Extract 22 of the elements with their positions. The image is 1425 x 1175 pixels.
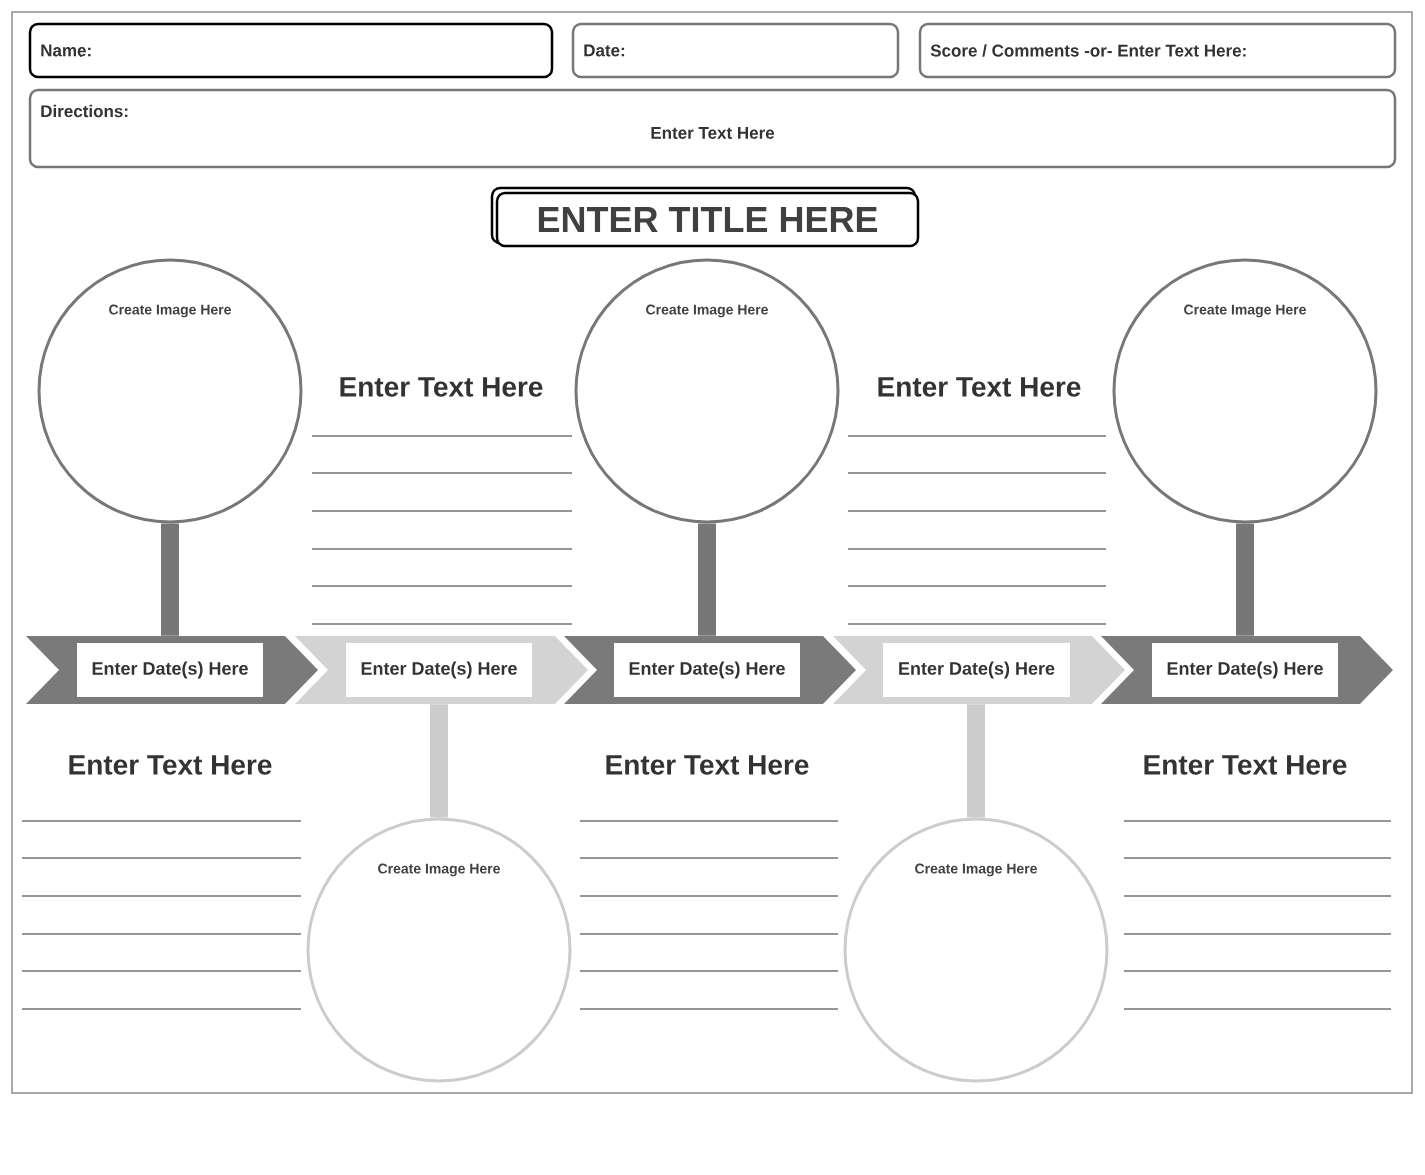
connector-stem xyxy=(967,704,985,818)
connector-stem xyxy=(161,523,179,636)
date-box: Enter Date(s) Here xyxy=(346,643,532,697)
field-box: Score / Comments -or- Enter Text Here: xyxy=(918,22,1397,79)
node-label: Enter Date(s) Here xyxy=(92,661,248,679)
date-box: Enter Date(s) Here xyxy=(614,643,800,697)
date-box: Enter Date(s) Here xyxy=(1152,643,1338,697)
field-box: Date: xyxy=(571,22,900,79)
connector-stem xyxy=(430,704,448,818)
field-box: Name: xyxy=(28,22,554,79)
connector-stem xyxy=(698,523,716,636)
date-box: Enter Date(s) Here xyxy=(883,643,1070,697)
text-heading: Enter Text Here xyxy=(1144,755,1347,775)
text-heading: Enter Text Here xyxy=(69,755,272,775)
text-heading: Enter Text Here xyxy=(340,377,543,397)
text-heading: Enter Text Here xyxy=(606,755,809,775)
directions-box: Directions: Enter Text Here xyxy=(28,88,1397,169)
date-box: Enter Date(s) Here xyxy=(77,643,263,697)
node-label: Enter Date(s) Here xyxy=(1167,661,1323,679)
connector-stem xyxy=(1236,523,1254,636)
title-box: ENTER TITLE HERE xyxy=(490,186,920,248)
text-heading: Enter Text Here xyxy=(878,377,1081,397)
